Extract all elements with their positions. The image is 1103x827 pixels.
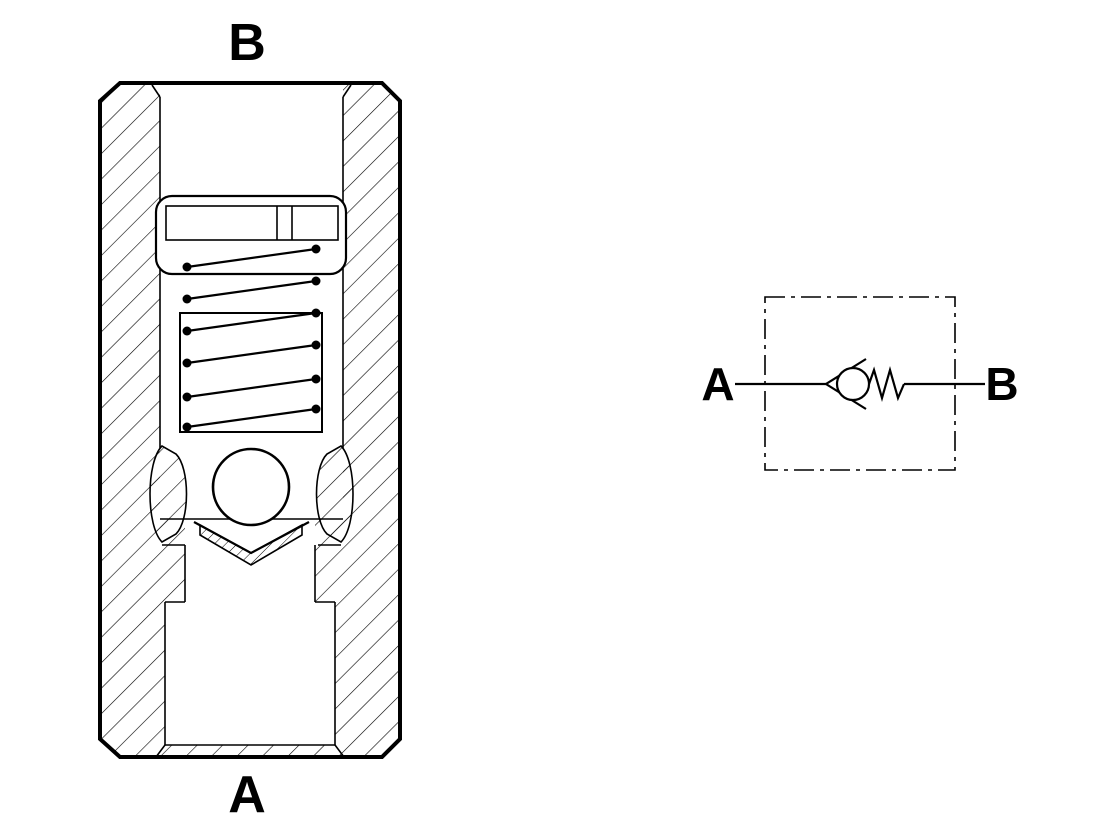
retainer-plug	[154, 194, 348, 276]
spring	[182, 244, 321, 432]
symbol-label-a: A	[701, 358, 734, 410]
check-ball-symbol	[835, 366, 871, 402]
spring-cage	[179, 312, 323, 433]
symbol-label-b: B	[985, 358, 1018, 410]
bore-walls	[151, 84, 352, 758]
valve-seat	[193, 521, 310, 566]
port-label-b: B	[228, 14, 266, 72]
cross-section-view: B A	[98, 14, 402, 824]
seat-wing-right	[315, 445, 354, 543]
spring-wire-sections	[182, 244, 321, 432]
port-label-a: A	[228, 766, 266, 824]
spring-symbol	[867, 365, 906, 403]
bore-cavity	[160, 85, 343, 745]
schematic-view: A B	[701, 296, 1019, 471]
seat-wing-left	[149, 445, 188, 543]
poppet-ball	[211, 447, 291, 527]
